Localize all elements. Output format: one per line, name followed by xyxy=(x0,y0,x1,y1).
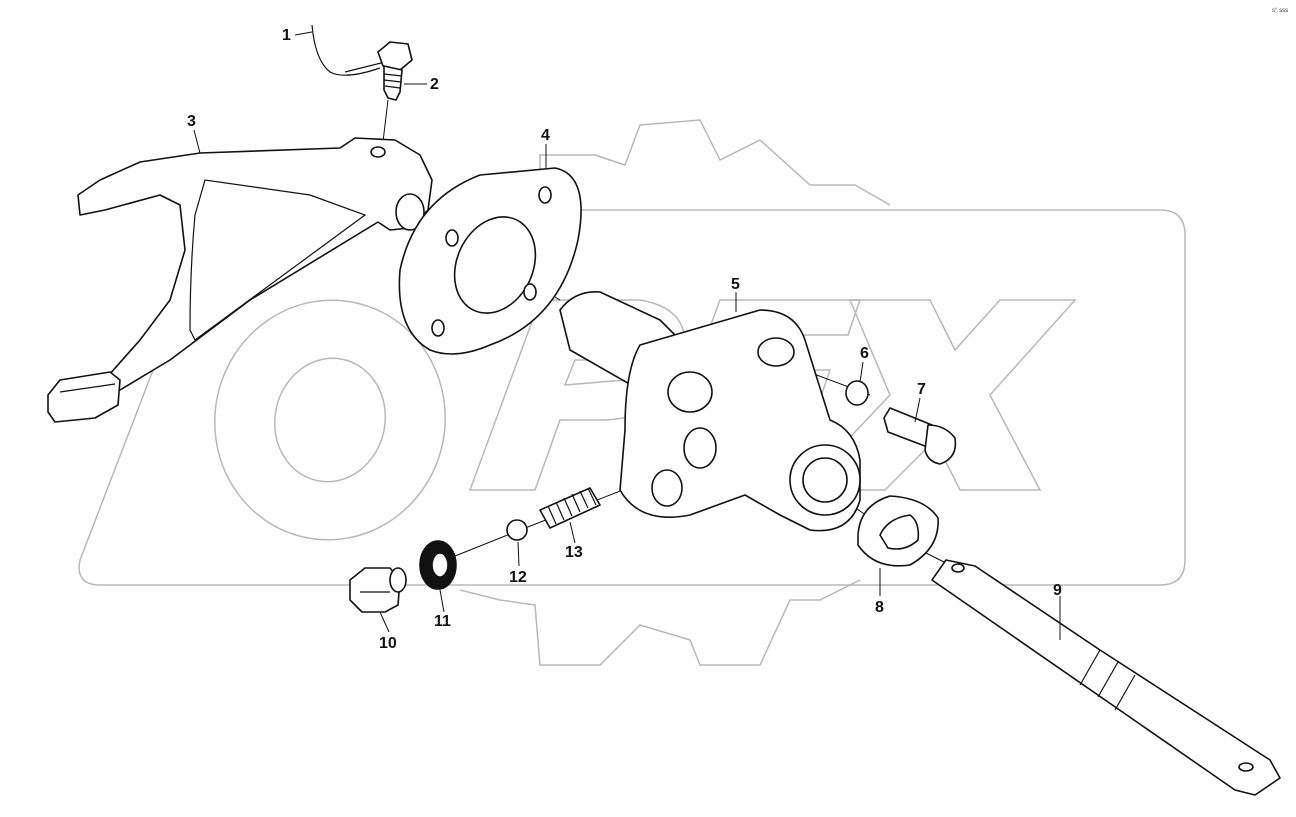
callout-11: 11 xyxy=(434,613,451,630)
callout-8: 8 xyxy=(875,599,884,616)
callout-2: 2 xyxy=(430,76,439,93)
callout-6: 6 xyxy=(860,345,869,362)
callout-leaders xyxy=(193,31,1061,640)
callout-4: 4 xyxy=(541,127,550,144)
callout-labels: 1 2 3 4 5 6 7 8 9 10 11 12 13 xyxy=(187,27,1062,652)
part-12-ball xyxy=(506,519,528,541)
part-7-bolt xyxy=(883,407,957,465)
part-13-spring xyxy=(539,487,601,529)
callout-1: 1 xyxy=(282,27,291,44)
watermark-gear-outline xyxy=(459,119,891,666)
callout-13: 13 xyxy=(565,544,583,561)
callout-10: 10 xyxy=(379,635,397,652)
part-4-gasket xyxy=(398,167,582,355)
part-6-washer xyxy=(845,380,869,406)
part-8-seal xyxy=(857,495,939,567)
part-5-housing xyxy=(559,291,861,532)
part-3-shift-fork xyxy=(47,137,433,423)
callout-9: 9 xyxy=(1053,582,1062,599)
callout-7: 7 xyxy=(917,381,926,398)
part-2-bolt xyxy=(377,41,413,101)
callout-3: 3 xyxy=(187,113,196,130)
part-1-wire-clip xyxy=(311,24,386,76)
callout-5: 5 xyxy=(731,276,740,293)
part-11-gasket-ring xyxy=(419,540,457,590)
corner-code: s° sss xyxy=(1272,8,1288,14)
part-9-shift-rod xyxy=(931,559,1281,796)
part-10-plug xyxy=(349,567,407,613)
callout-12: 12 xyxy=(509,569,527,586)
